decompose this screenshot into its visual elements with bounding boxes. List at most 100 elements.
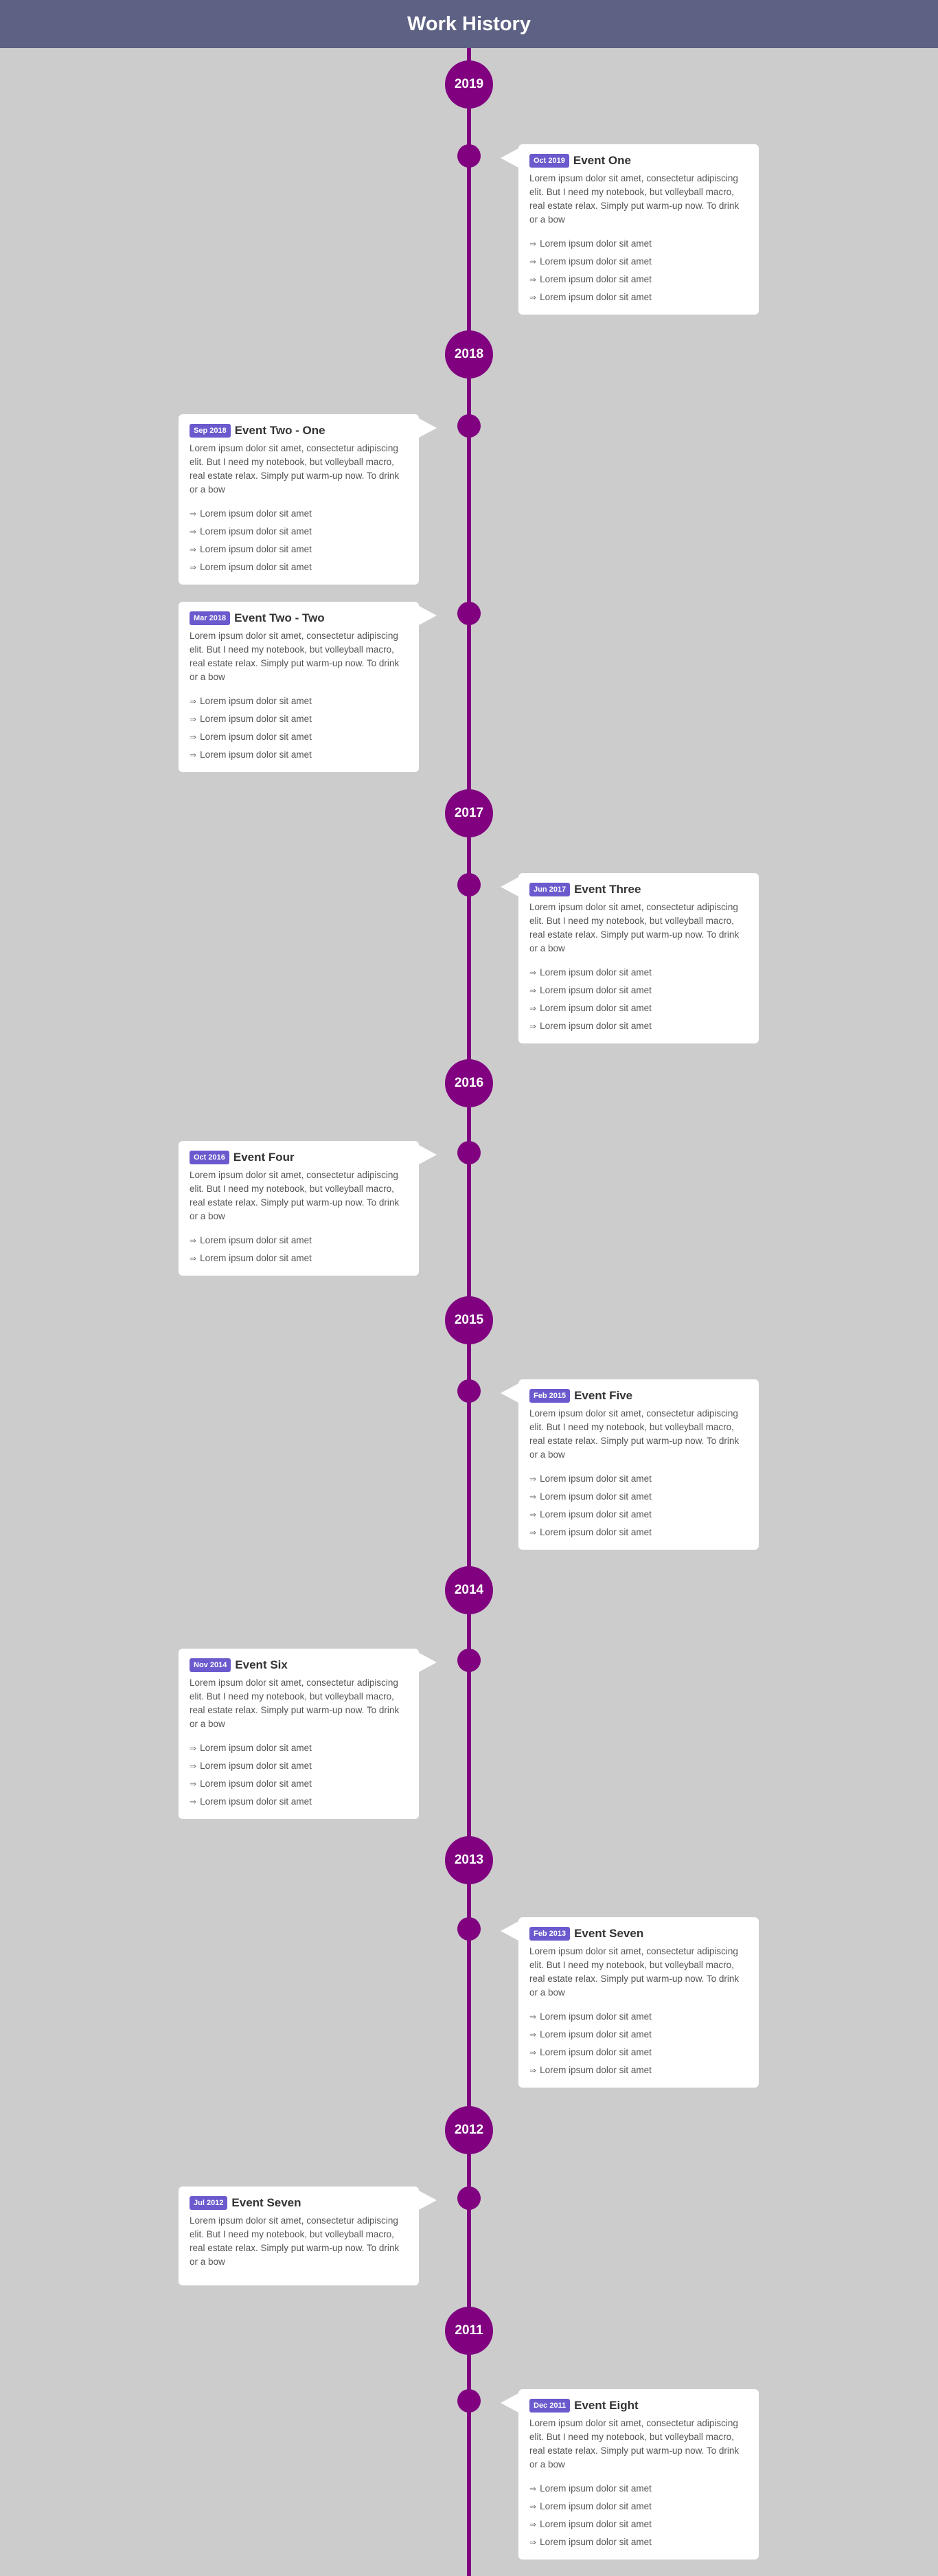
arrow-right-icon: ⇒: [529, 239, 537, 249]
arrow-right-icon: ⇒: [529, 2538, 537, 2547]
list-item: ⇒Lorem ipsum dolor sit amet: [529, 271, 748, 289]
list-item-text: Lorem ipsum dolor sit amet: [540, 256, 652, 267]
event-date-badge: Mar 2018: [190, 611, 231, 625]
timeline-dot: [457, 2187, 481, 2210]
list-item: ⇒Lorem ipsum dolor sit amet: [529, 2533, 748, 2551]
list-item-text: Lorem ipsum dolor sit amet: [540, 2047, 652, 2057]
event-date-badge: Sep 2018: [190, 424, 231, 438]
list-item: ⇒Lorem ipsum dolor sit amet: [190, 1232, 408, 1250]
timeline-dot: [457, 414, 481, 438]
arrow-right-icon: ⇒: [529, 2066, 537, 2075]
event-item-list: ⇒Lorem ipsum dolor sit amet⇒Lorem ipsum …: [190, 1232, 408, 1267]
arrow-right-icon: ⇒: [190, 714, 197, 724]
list-item: ⇒Lorem ipsum dolor sit amet: [190, 505, 408, 523]
event-item-list: ⇒Lorem ipsum dolor sit amet⇒Lorem ipsum …: [529, 2480, 748, 2551]
arrow-right-icon: ⇒: [529, 1528, 537, 1537]
list-item-text: Lorem ipsum dolor sit amet: [540, 1021, 652, 1031]
year-marker: 2018: [445, 330, 493, 379]
event-title: Event Seven: [574, 1927, 644, 1940]
list-item: ⇒Lorem ipsum dolor sit amet: [529, 999, 748, 1017]
arrow-right-icon: ⇒: [529, 1004, 537, 1013]
arrow-right-icon: ⇒: [529, 968, 537, 978]
event-date-badge: Oct 2019: [529, 154, 569, 168]
timeline-dot: [457, 144, 481, 168]
event-title: Event Seven: [231, 2196, 301, 2209]
list-item: ⇒Lorem ipsum dolor sit amet: [529, 1470, 748, 1488]
year-marker: 2015: [445, 1296, 493, 1344]
list-item: ⇒Lorem ipsum dolor sit amet: [529, 1524, 748, 1541]
arrow-right-icon: ⇒: [190, 1254, 197, 1263]
list-item: ⇒Lorem ipsum dolor sit amet: [190, 541, 408, 558]
list-item-text: Lorem ipsum dolor sit amet: [540, 1473, 652, 1484]
list-item-text: Lorem ipsum dolor sit amet: [200, 732, 312, 742]
list-item: ⇒Lorem ipsum dolor sit amet: [529, 235, 748, 253]
event-description: Lorem ipsum dolor sit amet, consectetur …: [529, 1408, 740, 1460]
event-item-list: ⇒Lorem ipsum dolor sit amet⇒Lorem ipsum …: [529, 235, 748, 306]
list-item-text: Lorem ipsum dolor sit amet: [200, 1796, 312, 1807]
event-item-list: ⇒Lorem ipsum dolor sit amet⇒Lorem ipsum …: [529, 964, 748, 1035]
timeline-dot: [457, 1917, 481, 1941]
event-description: Lorem ipsum dolor sit amet, consectetur …: [190, 1170, 400, 1221]
list-item: ⇒Lorem ipsum dolor sit amet: [190, 746, 408, 764]
event-title: Event Two - Two: [234, 611, 325, 624]
list-item-text: Lorem ipsum dolor sit amet: [200, 526, 312, 536]
list-item-text: Lorem ipsum dolor sit amet: [200, 749, 312, 760]
event-description: Lorem ipsum dolor sit amet, consectetur …: [529, 173, 740, 225]
event-description: Lorem ipsum dolor sit amet, consectetur …: [529, 2418, 740, 2470]
event-description: Lorem ipsum dolor sit amet, consectetur …: [529, 902, 740, 953]
arrow-right-icon: ⇒: [529, 1021, 537, 1031]
event-title: Event Six: [235, 1658, 288, 1671]
arrow-right-icon: ⇒: [529, 2012, 537, 2022]
list-item-text: Lorem ipsum dolor sit amet: [540, 1509, 652, 1519]
arrow-right-icon: ⇒: [529, 275, 537, 284]
list-item: ⇒Lorem ipsum dolor sit amet: [529, 2498, 748, 2516]
timeline-dot: [457, 602, 481, 625]
list-item-text: Lorem ipsum dolor sit amet: [200, 1235, 312, 1245]
list-item: ⇒Lorem ipsum dolor sit amet: [190, 1793, 408, 1811]
list-item: ⇒Lorem ipsum dolor sit amet: [529, 2008, 748, 2026]
event-title: Event One: [573, 154, 631, 167]
event-date-badge: Dec 2011: [529, 2399, 571, 2413]
list-item-text: Lorem ipsum dolor sit amet: [200, 508, 312, 519]
list-item-text: Lorem ipsum dolor sit amet: [540, 238, 652, 249]
list-item-text: Lorem ipsum dolor sit amet: [540, 2029, 652, 2040]
event-title: Event Two - One: [234, 424, 325, 437]
list-item: ⇒Lorem ipsum dolor sit amet: [529, 1488, 748, 1506]
arrow-right-icon: ⇒: [529, 257, 537, 267]
list-item-text: Lorem ipsum dolor sit amet: [200, 1778, 312, 1789]
event-description: Lorem ipsum dolor sit amet, consectetur …: [190, 2215, 400, 2267]
arrow-right-icon: ⇒: [529, 986, 537, 995]
list-item: ⇒Lorem ipsum dolor sit amet: [190, 728, 408, 746]
page-title: Work History: [407, 12, 531, 35]
event-description: Lorem ipsum dolor sit amet, consectetur …: [529, 1946, 740, 1998]
list-item: ⇒Lorem ipsum dolor sit amet: [190, 523, 408, 541]
timeline-dot: [457, 873, 481, 896]
list-item: ⇒Lorem ipsum dolor sit amet: [529, 2516, 748, 2533]
arrow-right-icon: ⇒: [190, 750, 197, 760]
list-item-text: Lorem ipsum dolor sit amet: [200, 562, 312, 572]
list-item-text: Lorem ipsum dolor sit amet: [540, 274, 652, 284]
event-date-badge: Jun 2017: [529, 883, 571, 896]
list-item: ⇒Lorem ipsum dolor sit amet: [529, 1506, 748, 1524]
list-item-text: Lorem ipsum dolor sit amet: [200, 1743, 312, 1753]
list-item-text: Lorem ipsum dolor sit amet: [540, 2501, 652, 2511]
list-item-text: Lorem ipsum dolor sit amet: [200, 1253, 312, 1263]
arrow-right-icon: ⇒: [190, 1743, 197, 1753]
list-item: ⇒Lorem ipsum dolor sit amet: [529, 253, 748, 271]
arrow-right-icon: ⇒: [529, 2030, 537, 2040]
list-item-text: Lorem ipsum dolor sit amet: [540, 292, 652, 302]
timeline-dot: [457, 2389, 481, 2413]
event-title: Event Four: [233, 1151, 295, 1164]
list-item: ⇒Lorem ipsum dolor sit amet: [190, 558, 408, 576]
list-item-text: Lorem ipsum dolor sit amet: [200, 544, 312, 554]
timeline-dot: [457, 1379, 481, 1403]
